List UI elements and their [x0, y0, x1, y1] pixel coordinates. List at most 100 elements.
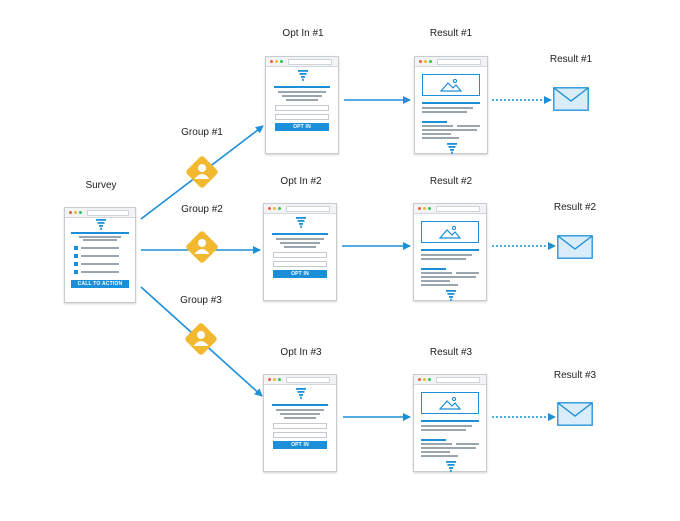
group-badge-3	[185, 323, 217, 355]
image-placeholder	[421, 221, 479, 243]
person-icon	[198, 164, 206, 172]
funnel-icon	[296, 388, 306, 399]
text-line	[421, 451, 450, 453]
window-dot-yellow	[424, 60, 427, 63]
address-bar	[436, 377, 480, 383]
result-3-title: Result #3	[429, 347, 473, 358]
optin-1-mockup: OPT IN	[265, 56, 339, 154]
window-dot-green	[429, 60, 432, 63]
subheading-line	[421, 439, 446, 441]
text-line	[421, 455, 458, 457]
window-dot-yellow	[275, 60, 278, 63]
address-bar	[288, 59, 332, 65]
text-line	[422, 137, 459, 139]
input-field	[275, 105, 329, 111]
text-line	[278, 91, 326, 93]
optin-3-title: Opt In #3	[280, 347, 322, 358]
text-line	[456, 443, 479, 445]
text-line	[456, 276, 476, 278]
text-line	[421, 447, 456, 449]
funnel-icon	[446, 461, 456, 472]
email-1-title: Result #1	[549, 54, 593, 65]
browser-bar	[266, 57, 338, 67]
option-line	[81, 255, 119, 257]
window-dot-red	[418, 207, 421, 210]
text-line	[421, 443, 452, 445]
image-placeholder	[421, 392, 479, 414]
window-dot-green	[79, 211, 82, 214]
checkbox	[74, 270, 78, 274]
window-dot-yellow	[423, 378, 426, 381]
result-3-mockup	[413, 374, 487, 472]
survey-heading-line	[71, 232, 129, 234]
text-line	[421, 254, 472, 256]
input-field	[273, 252, 327, 258]
text-line	[422, 107, 473, 109]
window-dot-red	[418, 378, 421, 381]
text-line	[456, 272, 479, 274]
result-1-mockup	[414, 56, 488, 154]
window-dot-green	[278, 207, 281, 210]
text-line	[276, 238, 324, 240]
optin-heading-line	[272, 233, 328, 235]
text-line	[422, 133, 451, 135]
image-placeholder-icon	[439, 396, 461, 410]
result-2-mockup	[413, 203, 487, 301]
group-badge-2	[186, 231, 218, 263]
survey-title: Survey	[85, 180, 117, 191]
group-2-label: Group #2	[181, 204, 223, 215]
text-line	[286, 99, 318, 101]
window-dot-red	[69, 211, 72, 214]
funnel-icon	[296, 217, 306, 228]
opt-in-button: OPT IN	[275, 123, 329, 131]
subheading-line	[421, 268, 446, 270]
optin-2-mockup: OPT IN	[263, 203, 337, 301]
text-line	[421, 272, 452, 274]
text-line	[421, 258, 466, 260]
address-bar	[437, 59, 481, 65]
call-to-action-button: CALL TO ACTION	[71, 280, 129, 288]
text-line	[422, 111, 467, 113]
window-dot-green	[280, 60, 283, 63]
input-field	[275, 114, 329, 120]
window-dot-green	[428, 207, 431, 210]
result-heading-line	[421, 249, 479, 251]
optin-3-mockup: OPT IN	[263, 374, 337, 472]
checkbox	[74, 254, 78, 258]
address-bar	[87, 210, 129, 216]
window-dot-yellow	[273, 207, 276, 210]
optin-heading-line	[272, 404, 328, 406]
text-line	[284, 417, 316, 419]
text-line	[422, 125, 453, 127]
window-dot-green	[278, 378, 281, 381]
checkbox	[74, 246, 78, 250]
text-line	[284, 246, 316, 248]
funnel-icon	[298, 70, 308, 81]
person-icon	[197, 331, 205, 339]
input-field	[273, 423, 327, 429]
opt-in-button: OPT IN	[273, 441, 327, 449]
option-line	[81, 271, 119, 273]
optin-1-title: Opt In #1	[282, 28, 324, 39]
window-dot-red	[268, 207, 271, 210]
text-line	[422, 129, 457, 131]
text-line	[421, 425, 472, 427]
optin-2-title: Opt In #2	[280, 176, 322, 187]
image-placeholder	[422, 74, 480, 96]
window-dot-red	[268, 378, 271, 381]
text-line	[421, 276, 456, 278]
subheading-line	[422, 121, 447, 123]
text-line	[457, 129, 477, 131]
checkbox	[74, 262, 78, 266]
text-line	[282, 95, 322, 97]
funnel-icon	[96, 219, 106, 230]
survey-mockup: CALL TO ACTION	[64, 207, 136, 303]
address-bar	[286, 206, 330, 212]
browser-bar	[264, 375, 336, 385]
browser-bar	[65, 208, 135, 218]
window-dot-red	[419, 60, 422, 63]
address-bar	[436, 206, 480, 212]
browser-bar	[415, 57, 487, 67]
envelope-icon	[557, 402, 593, 426]
